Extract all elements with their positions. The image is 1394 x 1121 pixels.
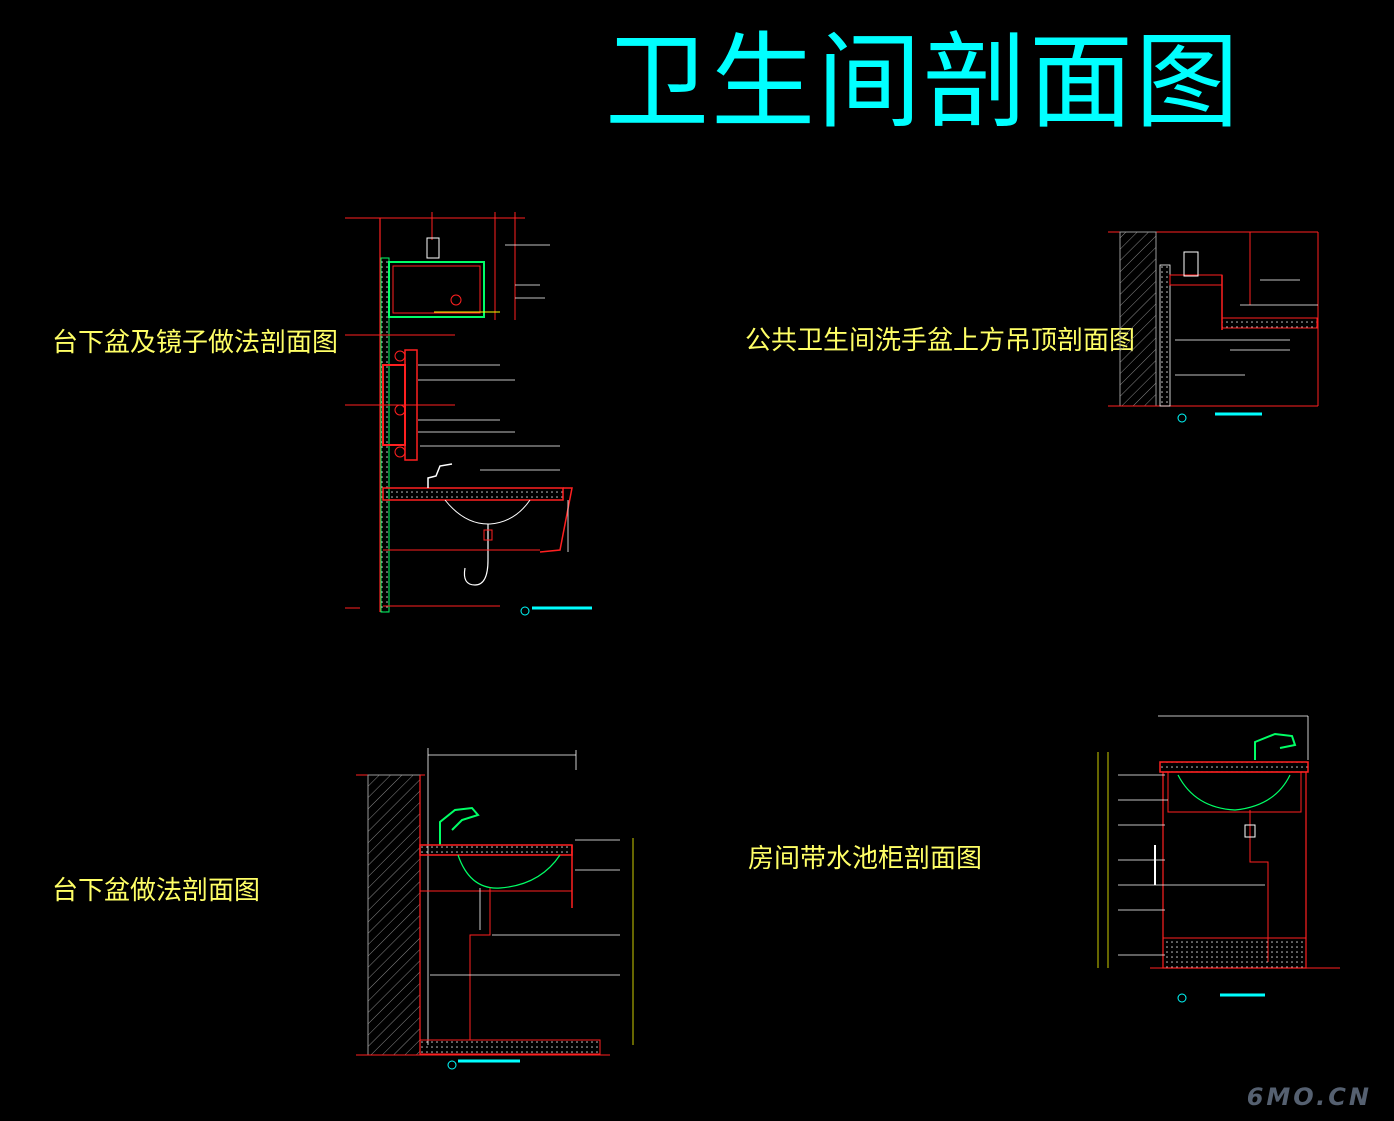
label-undercounter-basin-section: 台下盆做法剖面图: [52, 876, 261, 906]
label-vanity-cabinet-section: 房间带水池柜剖面图: [748, 844, 983, 874]
watermark: 6MO.CN: [1246, 1083, 1372, 1111]
drawing-vanity-cabinet: [1097, 715, 1340, 1003]
drawing-ceiling-section: [1108, 231, 1319, 423]
label-ceiling-section: 公共卫生间洗手盆上方吊顶剖面图: [745, 326, 1136, 356]
label-vanity-mirror-section: 台下盆及镜子做法剖面图: [52, 328, 339, 358]
drawing-vanity-mirror: [345, 212, 592, 616]
drawing-undercounter-basin: [356, 748, 634, 1070]
page-title: 卫生间剖面图: [605, 21, 1242, 143]
